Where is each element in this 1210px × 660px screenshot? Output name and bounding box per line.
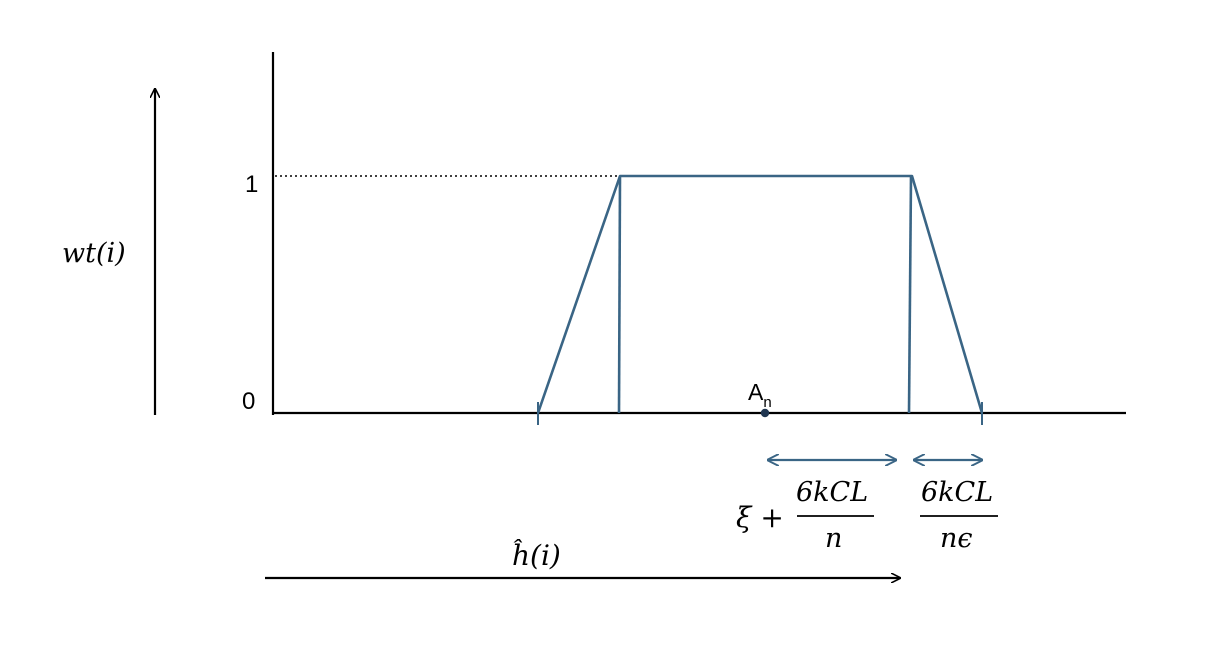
interval-left-prefix: ξ + xyxy=(736,501,784,534)
y-tick-label-0: 0 xyxy=(242,388,255,415)
point-an-label: An xyxy=(748,379,772,411)
plateau-left-edge xyxy=(617,175,622,414)
interval-left-numerator: 6kCL xyxy=(796,477,868,508)
point-an-marker xyxy=(760,408,770,418)
interval-left-denominator: n xyxy=(825,523,842,554)
x-axis-label: ĥ(i) xyxy=(512,539,561,572)
y-tick-label-1: 1 xyxy=(245,171,258,198)
interval-right-denominator: nϵ xyxy=(940,523,973,554)
plateau-right-edge xyxy=(907,175,913,414)
y-axis-label: wt(i) xyxy=(62,238,126,269)
interval-right-numerator: 6kCL xyxy=(921,477,993,508)
weight-curve xyxy=(536,174,984,414)
